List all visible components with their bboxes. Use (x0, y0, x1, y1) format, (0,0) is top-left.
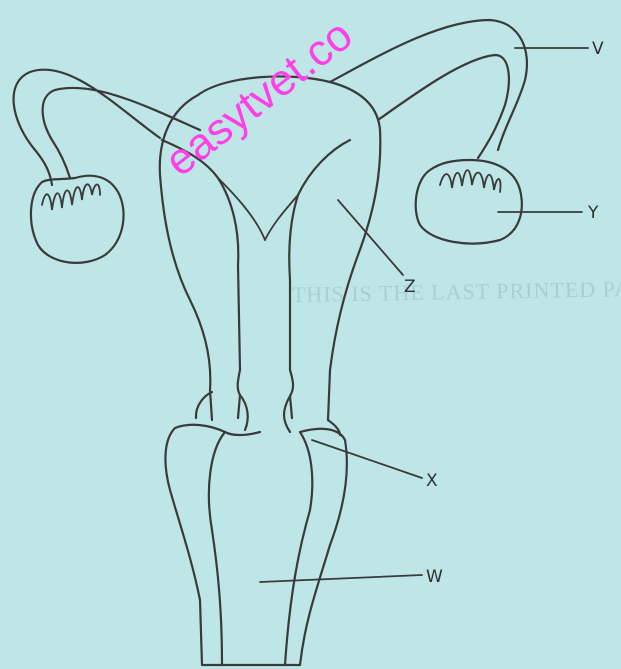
pointer-w (260, 575, 422, 582)
watermark: easytvet.co (156, 10, 362, 186)
pointer-z (338, 200, 403, 275)
cavity-top-left (218, 178, 265, 240)
left-ovary (31, 176, 124, 263)
right-fimbriae (440, 170, 500, 192)
label-x: X (426, 471, 438, 491)
right-ovary (416, 160, 522, 244)
bleed-through-text: THIS IS THE LAST PRINTED PAGE. (292, 275, 621, 307)
vagina-outline (165, 425, 346, 665)
pointer-x (312, 440, 422, 478)
label-y: Y (587, 203, 599, 223)
label-z: Z (404, 277, 416, 297)
label-v: V (592, 39, 604, 59)
left-fimbriae (42, 184, 100, 210)
vagina-lining (209, 432, 312, 665)
right-oviduct (330, 20, 527, 158)
label-w: W (426, 567, 443, 587)
